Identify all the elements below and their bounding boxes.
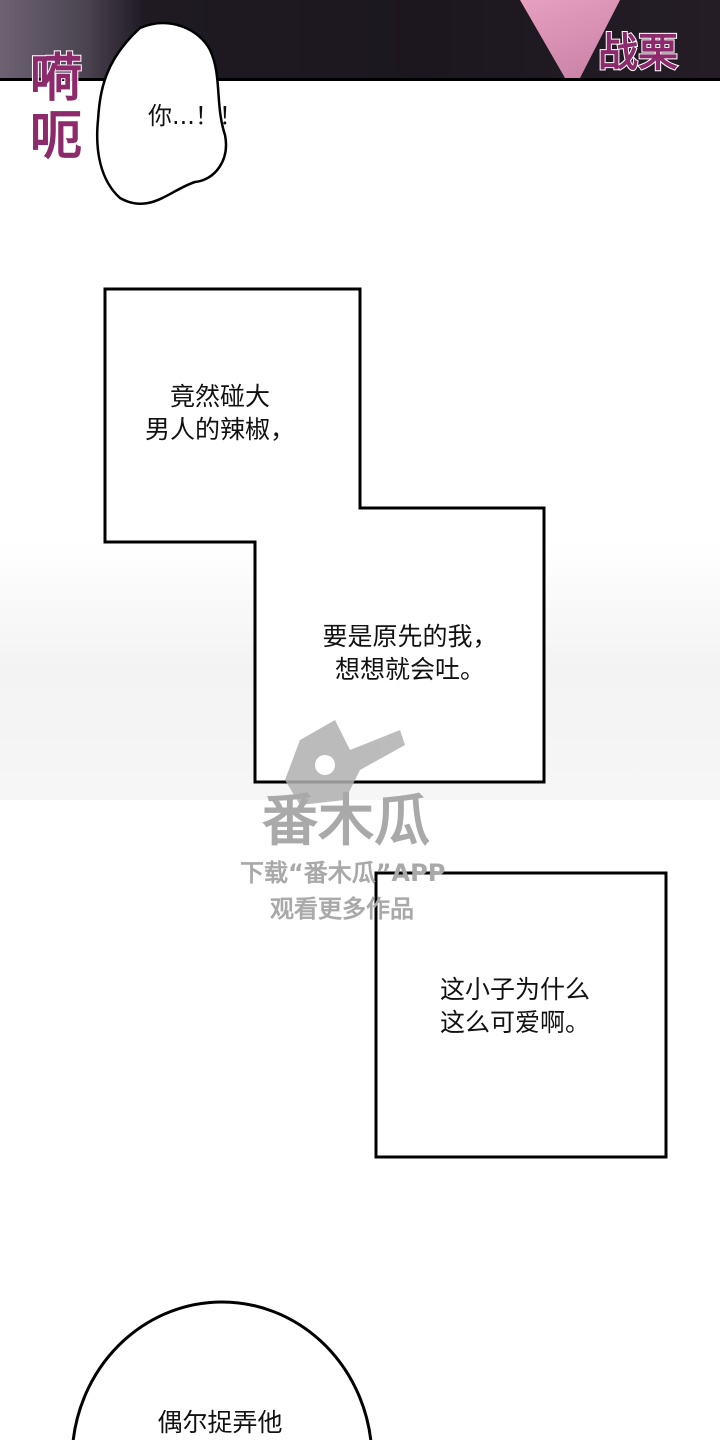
- caption-text-3: 这小子为什么 这么可爱啊。: [439, 975, 590, 1037]
- watermark-line-2: 观看更多作品: [270, 895, 414, 923]
- watermark-logo-text: 番木瓜: [262, 789, 430, 854]
- sfx-gasp: 嗬呃: [29, 49, 83, 167]
- speech-bubble-top: [95, 21, 228, 205]
- speech-text-top: 你...！！: [148, 102, 243, 130]
- caption-box-3: [374, 871, 668, 1159]
- speech-bubble-bottom: [71, 1300, 373, 1440]
- caption-text-2: 要是原先的我， 想想就会吐。: [322, 622, 498, 684]
- watermark-line-1: 下载“番木瓜”APP: [240, 859, 446, 887]
- caption-text-1: 竟然碰大 男人的辣椒，: [144, 382, 295, 444]
- speech-text-bottom: 偶尔捉弄他: [157, 1408, 283, 1437]
- watermark-logo-icon: [285, 720, 405, 805]
- sfx-tremble: 战栗: [597, 29, 679, 77]
- caption-box-1-2: [103, 287, 546, 784]
